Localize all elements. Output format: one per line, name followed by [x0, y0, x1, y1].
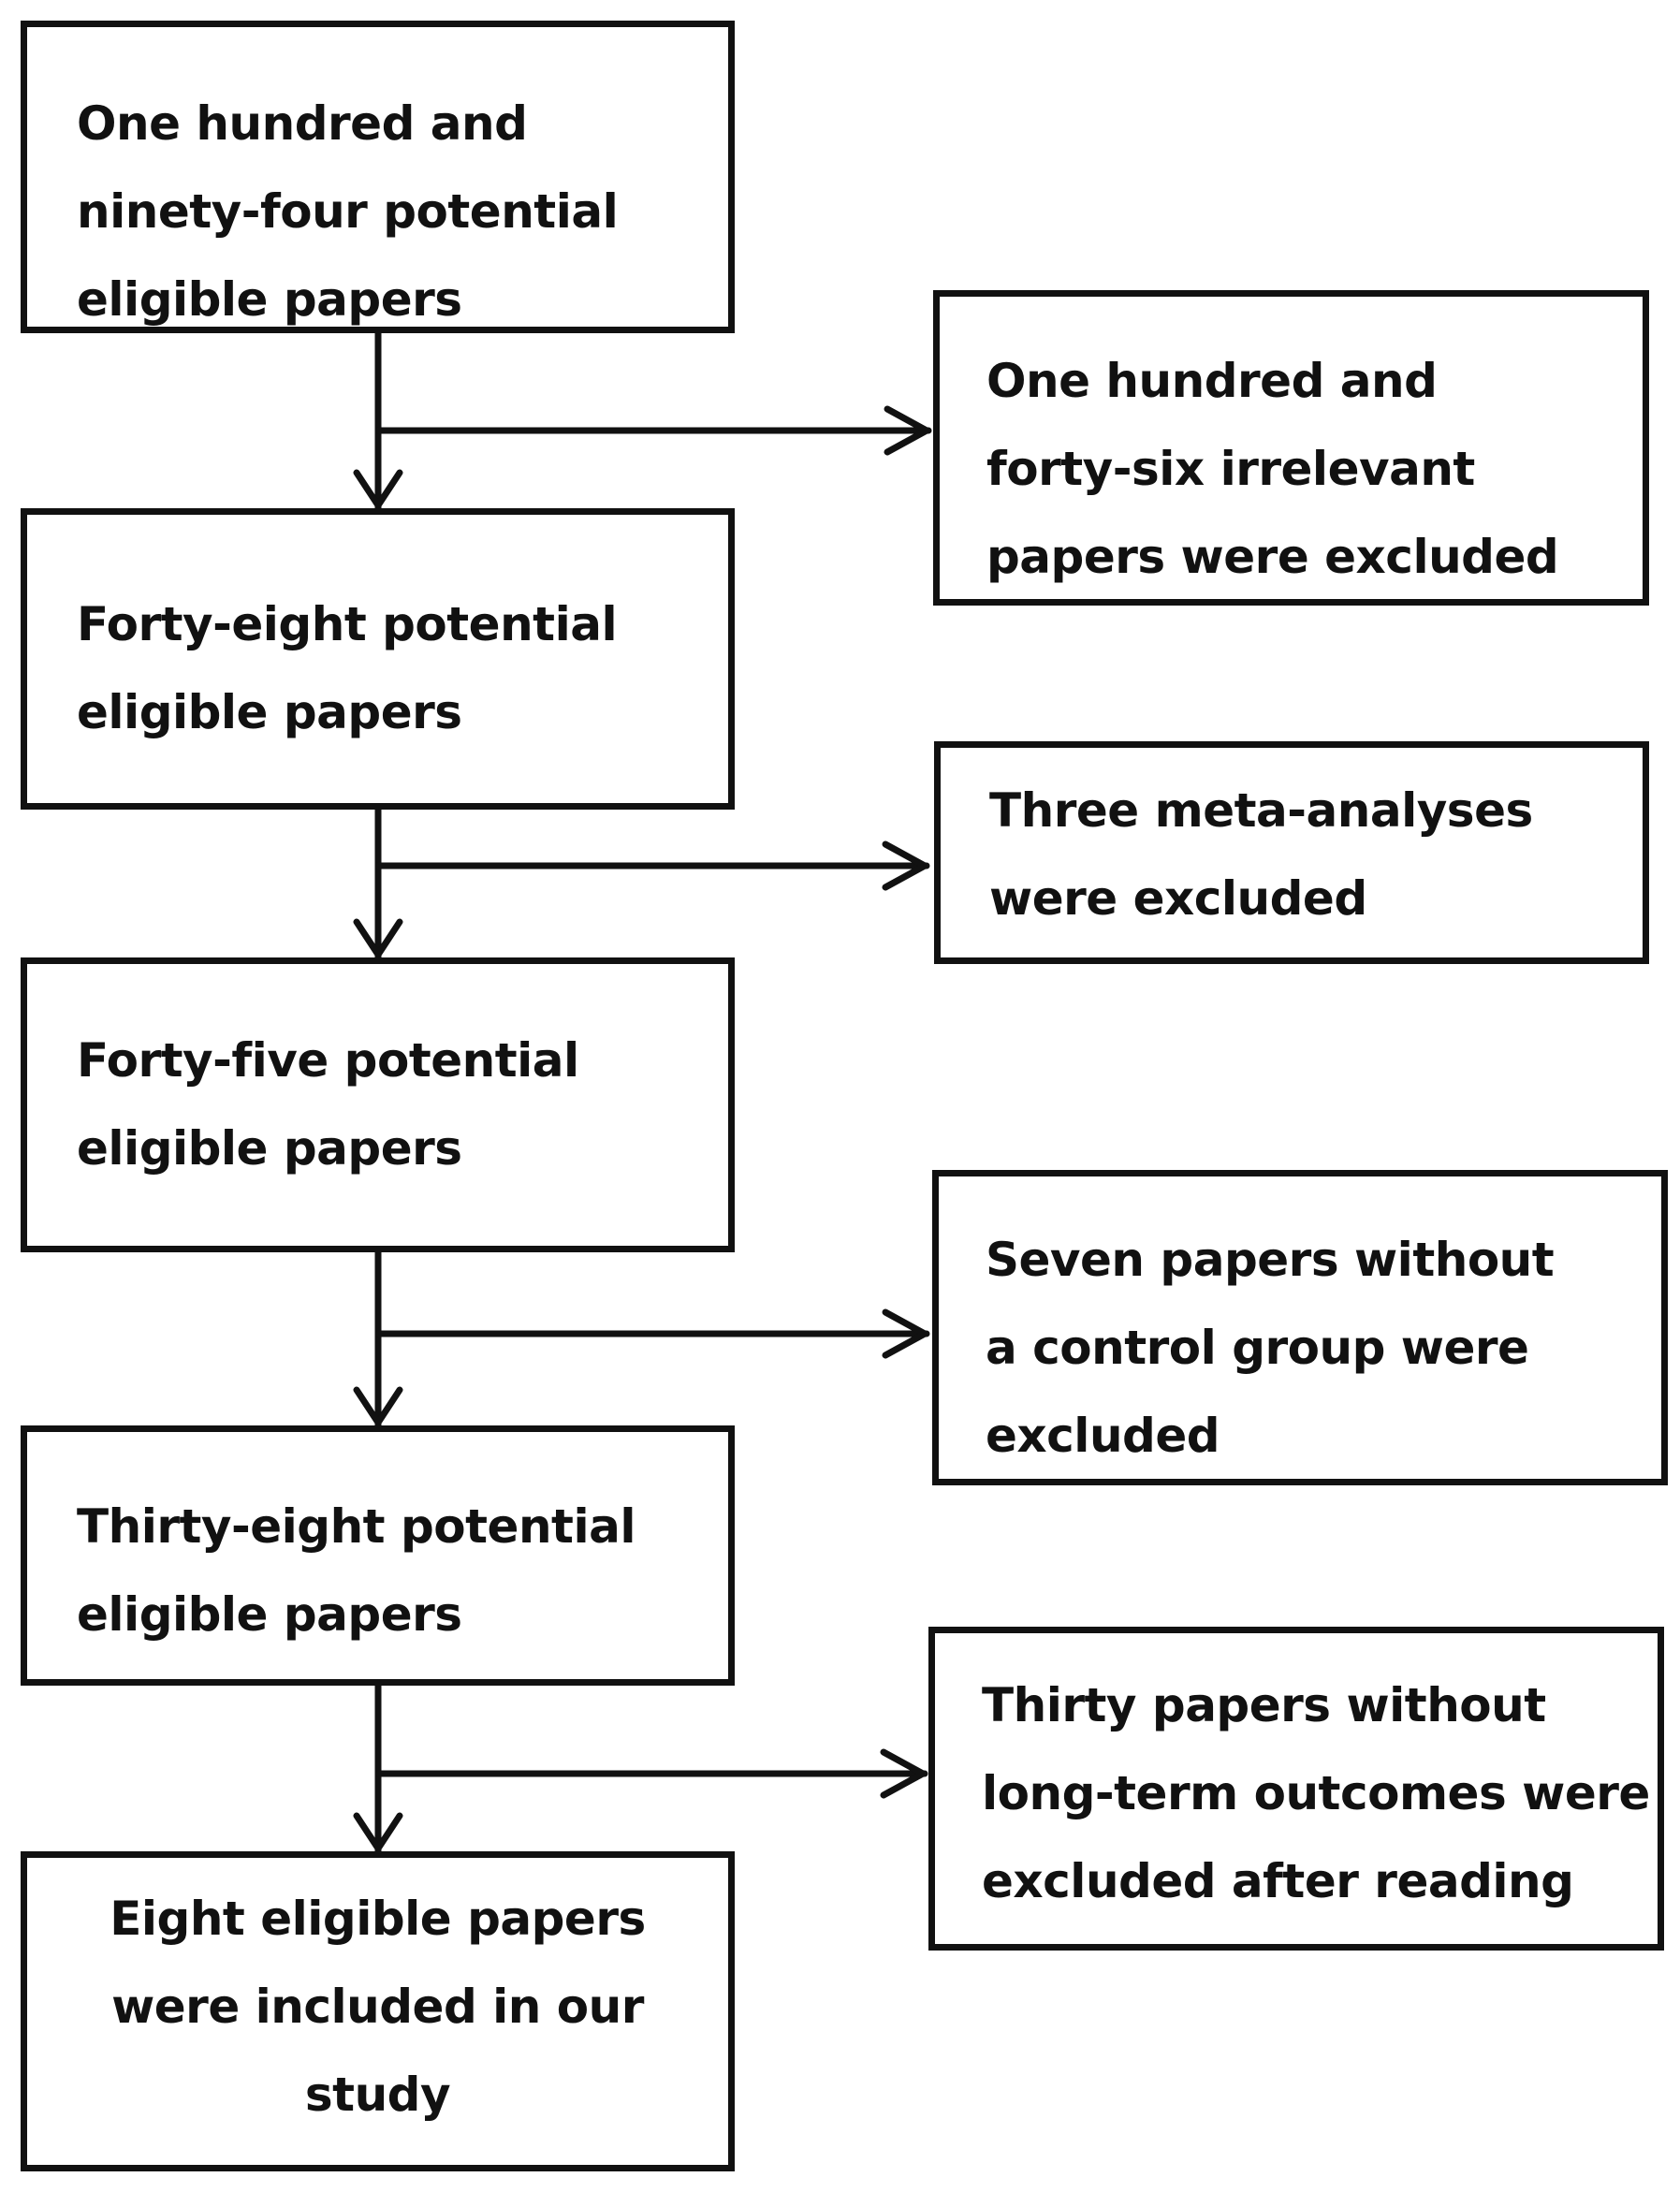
node-step-2-line-1: Forty-eight potential [77, 597, 618, 651]
node-step-3-line-1: Forty-five potential [77, 1033, 579, 1088]
node-excl-2-line-1: Three meta-analyses [989, 783, 1533, 838]
node-excl-1: One hundred and forty-six irrelevant pap… [933, 290, 1649, 606]
node-step-1-line-1: One hundred and [77, 96, 528, 151]
arrowhead-step-3 [353, 918, 403, 958]
node-excl-3-line-2: a control group were [986, 1321, 1529, 1375]
node-step-4-line-1: Thirty-eight potential [77, 1499, 635, 1554]
node-step-4: Thirty-eight potential eligible papers [21, 1425, 735, 1686]
node-excl-4-line-2: long-term outcomes were [982, 1766, 1650, 1820]
node-excl-4-line-1: Thirty papers without [982, 1678, 1546, 1732]
node-excl-3-line-1: Seven papers without [986, 1233, 1555, 1287]
node-step-2-line-2: eligible papers [77, 685, 462, 739]
node-excl-4: Thirty papers without long-term outcomes… [928, 1627, 1664, 1951]
node-step-1-line-2: ninety-four potential [77, 184, 619, 239]
arrowhead-excl-3 [882, 1308, 928, 1359]
node-excl-4-line-3: excluded after reading [982, 1854, 1574, 1908]
node-step-1: One hundred and ninety-four potential el… [21, 21, 735, 333]
node-excl-3-line-3: excluded [986, 1409, 1220, 1463]
node-final-line-3: study [304, 2068, 451, 2122]
node-final-line-2: were included in our [111, 1980, 644, 2034]
node-excl-2: Three meta-analyses were excluded [934, 741, 1649, 964]
node-excl-1-line-3: papers were excluded [986, 530, 1559, 584]
node-excl-2-line-2: were excluded [989, 871, 1367, 926]
arrowhead-excl-1 [884, 405, 930, 456]
arrowhead-step-4 [353, 1386, 403, 1426]
node-excl-1-line-1: One hundred and [986, 354, 1438, 408]
node-step-3: Forty-five potential eligible papers [21, 957, 735, 1252]
node-final-line-1: Eight eligible papers [110, 1892, 646, 1946]
arrowhead-excl-4 [880, 1748, 927, 1799]
node-excl-1-line-2: forty-six irrelevant [986, 442, 1475, 496]
node-step-1-line-3: eligible papers [77, 272, 462, 327]
node-final: Eight eligible papers were included in o… [21, 1851, 735, 2171]
node-excl-3: Seven papers without a control group wer… [932, 1170, 1668, 1485]
arrowhead-final [353, 1812, 403, 1852]
arrowhead-excl-2 [882, 840, 928, 891]
arrowhead-step-2 [353, 469, 403, 509]
node-step-3-line-2: eligible papers [77, 1121, 462, 1176]
node-step-2: Forty-eight potential eligible papers [21, 508, 735, 810]
node-step-4-line-2: eligible papers [77, 1587, 462, 1642]
